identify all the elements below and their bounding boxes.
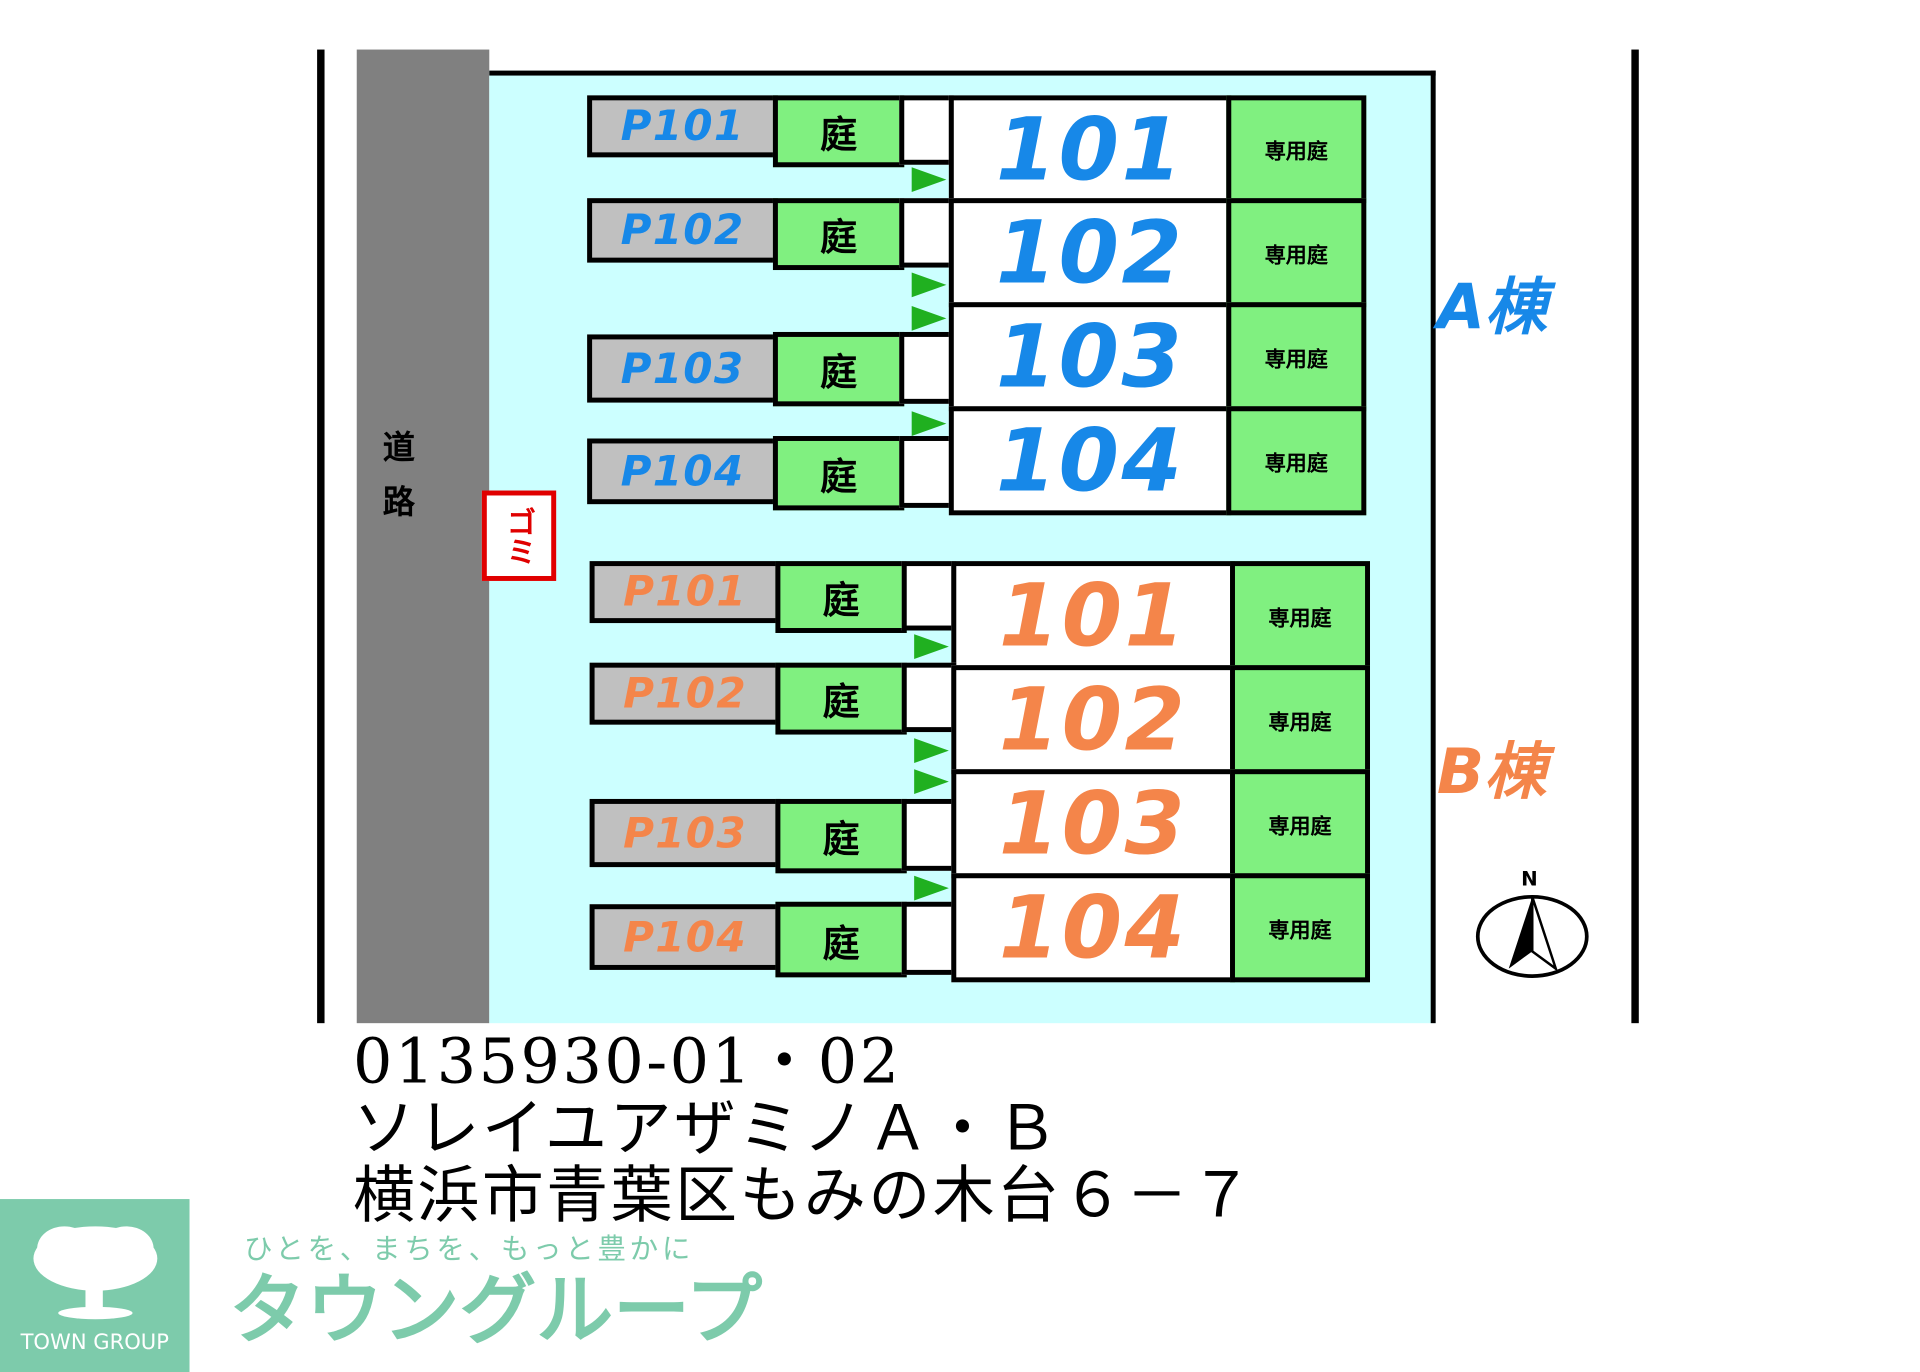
unit-b-room[interactable]: 104 — [951, 873, 1235, 983]
entrance-arrow-icon — [911, 305, 947, 331]
entrance-arrow-icon — [914, 634, 949, 659]
logo-brand-en: TOWN GROUP — [20, 1330, 169, 1356]
garden-plot: 庭 — [772, 436, 905, 511]
entry-space — [901, 798, 957, 871]
entry-space — [899, 436, 954, 508]
entrance-arrow-icon — [911, 272, 947, 298]
private-garden: 専用庭 — [1226, 302, 1367, 412]
right-boundary-line — [1631, 49, 1639, 1024]
parking-space[interactable]: P102 — [587, 198, 778, 263]
garbage-label: ゴミ — [501, 506, 536, 566]
unit-a-room[interactable]: 104 — [948, 406, 1232, 516]
parking-space[interactable]: P104 — [589, 904, 781, 970]
entry-space — [901, 662, 957, 733]
parking-space[interactable]: P104 — [587, 438, 778, 505]
entry-space — [901, 561, 957, 631]
entrance-arrow-icon — [911, 411, 947, 437]
compass-n-label: N — [1521, 867, 1538, 891]
parking-space[interactable]: P102 — [589, 662, 781, 725]
north-compass: N — [1474, 867, 1590, 981]
entry-space — [899, 95, 954, 165]
unit-b-room[interactable]: 102 — [951, 665, 1235, 775]
private-garden: 専用庭 — [1230, 665, 1371, 775]
unit-a-room[interactable]: 101 — [948, 95, 1232, 204]
private-garden: 専用庭 — [1230, 561, 1371, 671]
garbage-station: ゴミ — [481, 490, 557, 581]
entrance-arrow-icon — [911, 167, 947, 192]
garden-plot: 庭 — [772, 331, 905, 407]
logo-tagline: ひとを、まちを、もっと豊かに — [244, 1233, 695, 1266]
garden-plot: 庭 — [772, 198, 905, 271]
unit-b-room[interactable]: 103 — [951, 769, 1235, 879]
building-b-label: B棟 — [1436, 735, 1547, 808]
parking-space[interactable]: P103 — [587, 334, 778, 403]
private-garden: 専用庭 — [1226, 406, 1367, 516]
building-a-label: A棟 — [1436, 271, 1547, 344]
entrance-arrow-icon — [914, 738, 949, 764]
private-garden: 専用庭 — [1230, 873, 1371, 983]
tree-icon — [33, 1226, 158, 1320]
company-logo: TOWN GROUP — [0, 1199, 190, 1372]
unit-a-room[interactable]: 103 — [948, 302, 1232, 412]
entry-space — [899, 331, 954, 404]
entry-space — [901, 901, 957, 975]
parking-space[interactable]: P103 — [589, 798, 781, 868]
garden-plot: 庭 — [775, 662, 907, 735]
entrance-arrow-icon — [914, 875, 949, 901]
north-arrow-icon — [1475, 894, 1589, 978]
garden-plot: 庭 — [775, 798, 907, 874]
unit-b-room[interactable]: 101 — [951, 561, 1235, 671]
property-name: ソレイユアザミノＡ・Ｂ — [353, 1092, 1061, 1165]
garden-plot: 庭 — [772, 95, 905, 168]
property-address: 横浜市青葉区もみの木台６－７ — [353, 1159, 1255, 1232]
entry-space — [899, 198, 954, 268]
unit-a-room[interactable]: 102 — [948, 198, 1232, 308]
garden-plot: 庭 — [775, 901, 907, 978]
parking-space[interactable]: P101 — [587, 95, 778, 158]
entrance-arrow-icon — [914, 769, 949, 795]
road — [356, 49, 490, 1024]
private-garden: 専用庭 — [1226, 95, 1367, 204]
property-code: 0135930-01・02 — [353, 1025, 902, 1098]
road-label: 道路 — [382, 429, 415, 522]
garden-plot: 庭 — [775, 561, 907, 633]
private-garden: 専用庭 — [1230, 769, 1371, 879]
left-boundary-line — [317, 49, 325, 1024]
logo-brand-jp: タウングループ — [229, 1264, 763, 1356]
parking-space[interactable]: P101 — [589, 561, 781, 624]
private-garden: 専用庭 — [1226, 198, 1367, 308]
